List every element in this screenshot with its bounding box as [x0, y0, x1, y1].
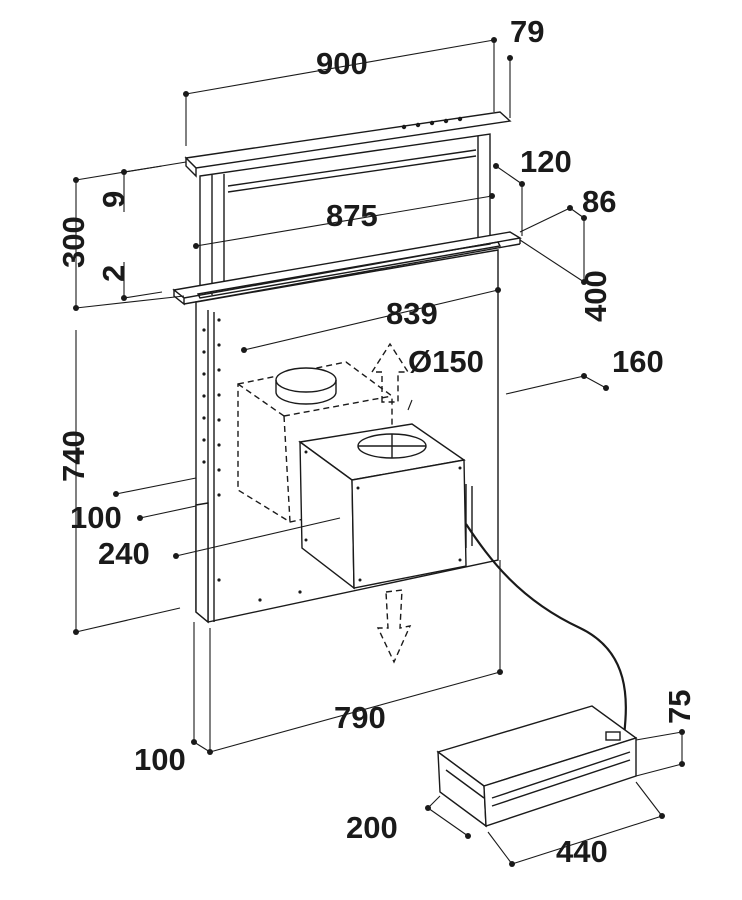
dim-9: 9: [96, 191, 131, 208]
dim-875: 875: [326, 198, 378, 233]
dimension-labels: 900 79 120 86 875 839 Ø150 160 400 300 9…: [56, 14, 697, 869]
dim-839: 839: [386, 296, 438, 331]
dim-900: 900: [316, 46, 368, 81]
dim-440: 440: [556, 834, 608, 869]
dim-790: 790: [334, 700, 386, 735]
dim-86: 86: [582, 184, 616, 219]
airflow-arrows: [370, 342, 412, 664]
dim-150: Ø150: [408, 344, 484, 379]
dim-100-lower: 100: [134, 742, 186, 777]
dim-300: 300: [56, 216, 91, 268]
dim-100-upper: 100: [70, 500, 122, 535]
dim-240: 240: [98, 536, 150, 571]
alternate-motor-position: [237, 361, 393, 523]
dim-400: 400: [578, 270, 613, 322]
motor-unit: [298, 423, 473, 590]
dim-75: 75: [662, 690, 697, 724]
dim-740: 740: [56, 430, 91, 482]
control-box: [436, 705, 638, 828]
dim-79: 79: [510, 14, 544, 49]
dim-160: 160: [612, 344, 664, 379]
dim-2: 2: [96, 265, 131, 282]
dim-200: 200: [346, 810, 398, 845]
motor-cable: [465, 523, 627, 737]
dimension-lines: [73, 37, 685, 867]
countertop-frame: [172, 231, 522, 306]
dim-120: 120: [520, 144, 572, 179]
